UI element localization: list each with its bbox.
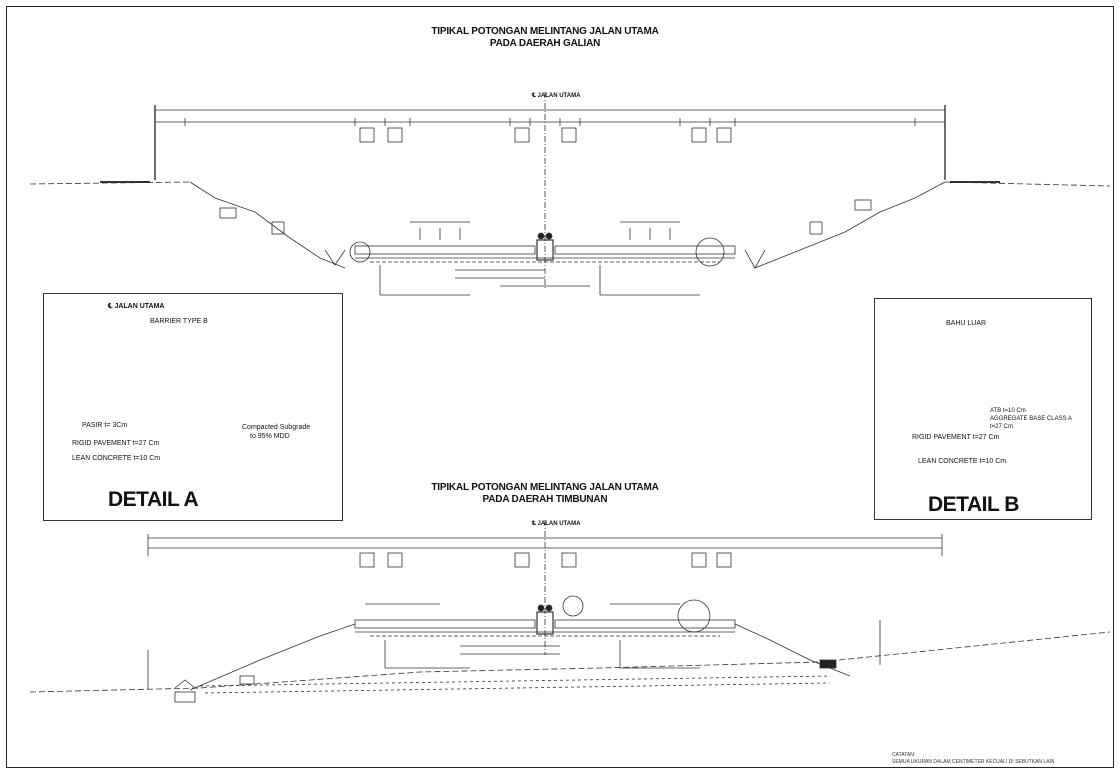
bottom-title-line1: TIPIKAL POTONGAN MELINTANG JALAN UTAMA bbox=[431, 482, 659, 493]
detail-a-barrier-label: BARRIER TYPE B bbox=[150, 318, 208, 325]
detail-b-aggregate-line1: AGGREGATE BASE CLASS A bbox=[990, 416, 1072, 422]
top-title-line2: PADA DAERAH GALIAN bbox=[489, 38, 601, 49]
detail-b-title: DETAIL B bbox=[928, 493, 1019, 516]
detail-a-title: DETAIL A bbox=[108, 488, 199, 511]
bottom-section-geometry bbox=[29, 520, 1111, 703]
detail-a-subgrade-line2: to 95% MDD bbox=[250, 433, 290, 440]
detail-a-subgrade-line1: Compacted Subgrade bbox=[242, 424, 311, 431]
bottom-centerline-label: ℄ JALAN UTAMA bbox=[532, 521, 581, 527]
drawing-sheet bbox=[6, 6, 1114, 768]
top-section-title: TIPIKAL POTONGAN MELINTANG JALAN UTAMA P… bbox=[380, 26, 710, 50]
top-title-line1: TIPIKAL POTONGAN MELINTANG JALAN UTAMA bbox=[431, 26, 659, 37]
detail-b-atb-label: ATB t=10 Cm bbox=[990, 408, 1026, 414]
detail-a-rigid-label: RIGID PAVEMENT t=27 Cm bbox=[72, 440, 160, 447]
detail-a-pasir-label: PASIR t= 3Cm bbox=[82, 422, 128, 429]
detail-a-centerline: ℄ JALAN UTAMA bbox=[108, 303, 165, 310]
notes-heading: CATATAN: bbox=[892, 752, 916, 758]
detail-b-lean-label: LEAN CONCRETE t=10 Cm bbox=[918, 458, 1007, 465]
detail-b-panel bbox=[874, 298, 1092, 520]
notes-line1: SEMUA UKURAN DALAM CENTIMETER KECUALI DI… bbox=[892, 759, 1055, 765]
bottom-section-title: TIPIKAL POTONGAN MELINTANG JALAN UTAMA P… bbox=[380, 482, 710, 506]
detail-b-aggregate-line2: t=27 Cm bbox=[990, 424, 1013, 430]
top-section-geometry bbox=[29, 92, 1111, 296]
detail-a-lean-label: LEAN CONCRETE t=10 Cm bbox=[72, 455, 161, 462]
detail-b-bahu-label: BAHU LUAR bbox=[946, 320, 987, 327]
bottom-title-line2: PADA DAERAH TIMBUNAN bbox=[482, 494, 608, 505]
top-centerline-label: ℄ JALAN UTAMA bbox=[532, 93, 581, 99]
detail-b-rigid-label: RIGID PAVEMENT t=27 Cm bbox=[912, 434, 1000, 441]
detail-a-panel bbox=[43, 293, 343, 521]
